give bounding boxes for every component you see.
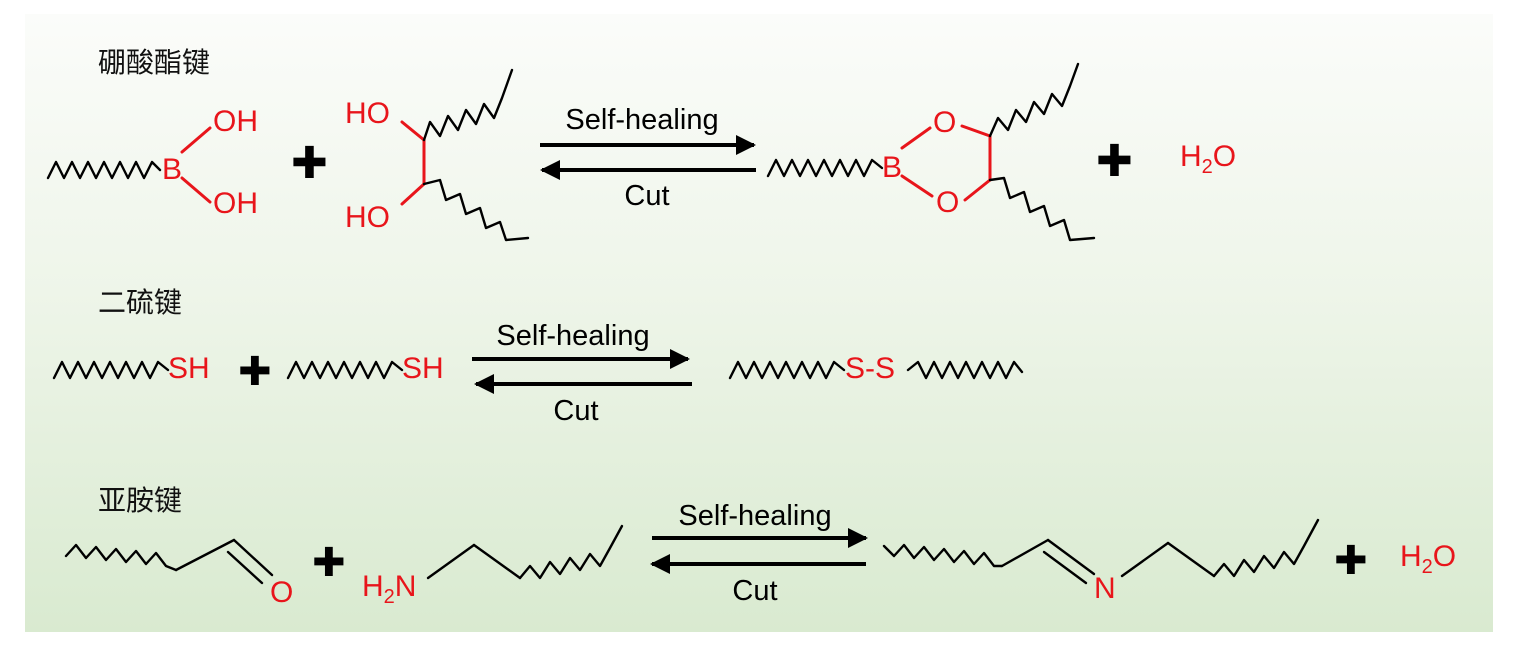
ring-oxygen: O — [933, 106, 956, 139]
polymer-chain — [46, 160, 162, 180]
forward-label: Self-healing — [678, 500, 831, 532]
polymer-chain — [518, 524, 624, 580]
svg-text:H2O: H2O — [1400, 540, 1456, 578]
diol-hydroxyl: HO — [345, 97, 390, 130]
polymer-chain — [988, 176, 1096, 242]
product-boron-atom: B — [882, 151, 902, 184]
water-molecule: H2O — [1400, 540, 1456, 578]
plus-icon: ✚ — [312, 540, 346, 586]
polymer-chain — [1212, 518, 1320, 578]
c-n-double-bond — [1042, 550, 1088, 585]
polymer-chain — [286, 360, 404, 380]
water-molecule: H2O — [1180, 140, 1236, 178]
svg-text:H2O: H2O — [1180, 140, 1236, 178]
polymer-chain — [422, 178, 530, 242]
c-c-bond — [1166, 541, 1216, 578]
c-c-bond — [472, 543, 522, 580]
c-o-bond — [400, 120, 426, 142]
polymer-chain — [906, 360, 1024, 380]
plus-icon: ✚ — [238, 349, 272, 395]
polymer-chain — [728, 360, 846, 380]
polymer-chain — [422, 68, 514, 142]
polymer-chain — [988, 62, 1080, 138]
forward-label: Self-healing — [565, 104, 718, 136]
c-o-double-bond — [232, 538, 274, 577]
reverse-label: Cut — [624, 180, 669, 212]
amine-group: H2N — [362, 570, 416, 608]
imine-section-title: 亚胺键 — [98, 484, 182, 517]
diagram-background — [25, 14, 1493, 632]
disulfide-section-title: 二硫键 — [98, 286, 182, 319]
o-c-bond — [960, 124, 992, 138]
b-o-bond — [900, 174, 934, 198]
plus-icon: ✚ — [1334, 538, 1368, 584]
imine-nitrogen: N — [1094, 572, 1116, 605]
disulfide-section: 二硫键 SH ✚ SH Self-healing Cut S-S — [52, 286, 1024, 427]
hydroxyl-group: OH — [213, 105, 258, 138]
n-c-bond — [1120, 541, 1170, 578]
plus-icon: ✚ — [291, 138, 328, 189]
boron-atom: B — [162, 153, 182, 186]
disulfide-bond: S-S — [845, 352, 895, 385]
aldehyde-oxygen: O — [270, 576, 293, 609]
hydroxyl-group: OH — [213, 187, 258, 220]
c-n-double-bond — [1046, 538, 1096, 576]
ring-oxygen: O — [936, 186, 959, 219]
c-o-bond — [400, 182, 426, 206]
c-c-bond — [1000, 538, 1050, 568]
polymer-chain — [52, 360, 170, 380]
b-oh-bond — [180, 126, 212, 154]
forward-label: Self-healing — [496, 320, 649, 352]
thiol-group: SH — [402, 352, 444, 385]
polymer-chain — [766, 158, 884, 178]
reverse-label: Cut — [732, 575, 777, 607]
polymer-chain — [64, 543, 178, 572]
c-o-double-bond — [226, 550, 264, 585]
boronate-section-title: 硼酸酯键 — [98, 46, 210, 79]
b-oh-bond — [180, 176, 212, 204]
plus-icon: ✚ — [1096, 136, 1133, 187]
n-c-bond — [426, 543, 476, 580]
polymer-chain — [882, 543, 1004, 568]
c-c-bond — [174, 538, 236, 572]
thiol-group: SH — [168, 352, 210, 385]
o-c-bond — [963, 178, 992, 202]
b-o-bond — [900, 126, 932, 150]
imine-section: 亚胺键 O ✚ H2N Self-healing Cut N ✚ H2O — [64, 484, 1456, 609]
boronate-ester-section: 硼酸酯键 B OH OH ✚ HO HO Self-healing Cut B … — [46, 46, 1236, 242]
reverse-label: Cut — [553, 395, 598, 427]
diol-hydroxyl: HO — [345, 201, 390, 234]
svg-text:H2N: H2N — [362, 570, 416, 608]
